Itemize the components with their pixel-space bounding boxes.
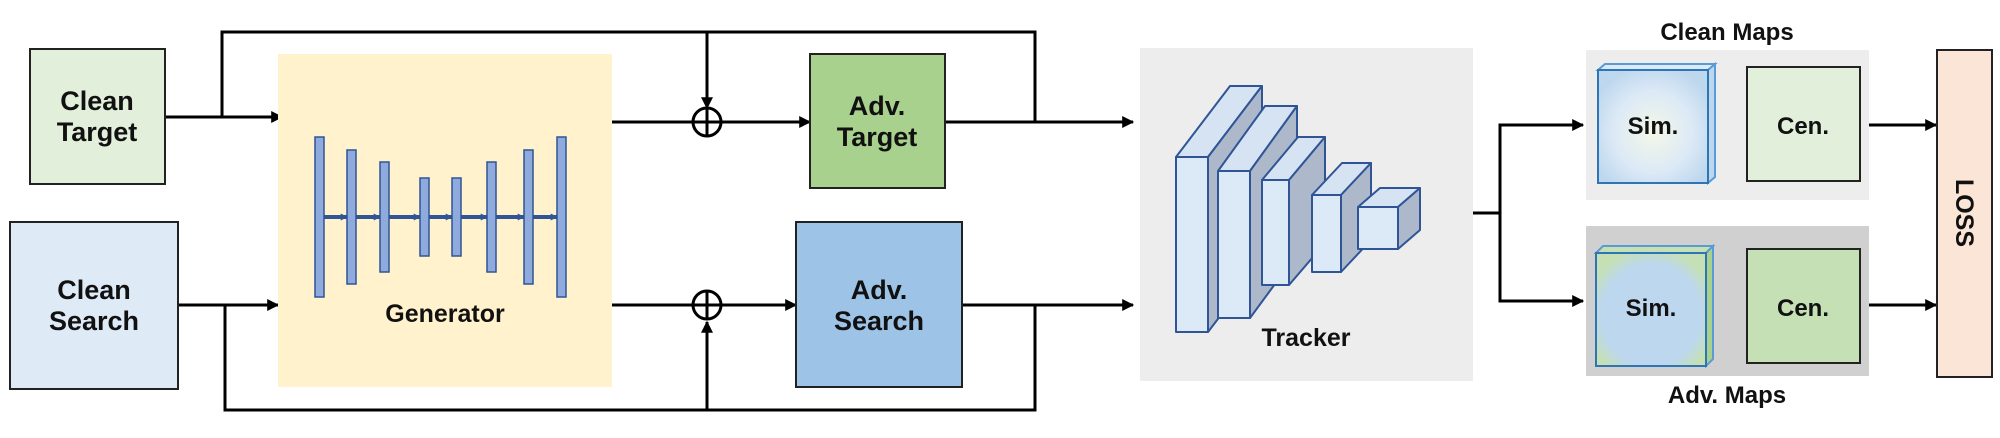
clean-cen-map: Cen. — [1746, 66, 1861, 182]
clean-search-node: Clean Search — [9, 221, 179, 390]
clean-target-node: Clean Target — [29, 48, 166, 185]
clean-search-line1: Clean — [57, 275, 131, 305]
clean-sim-map: Sim. — [1595, 61, 1718, 186]
loss-label: LOSS — [1950, 179, 1978, 247]
adv-search-node: Adv. Search — [795, 221, 963, 388]
clean-sim-label: Sim. — [1628, 113, 1679, 140]
generator-network-icon — [314, 136, 567, 298]
edge-bottom-loop-right — [707, 305, 1037, 412]
edge-fork-adv-maps — [1498, 213, 1585, 307]
adv-search-line2: Search — [834, 306, 924, 336]
plus-junction-top — [691, 106, 723, 138]
loss-node: LOSS — [1936, 49, 1993, 378]
clean-cen-label: Cen. — [1777, 113, 1829, 140]
generator-layer-bar — [451, 177, 462, 257]
generator-node: Generator — [278, 54, 612, 387]
adv-search-line1: Adv. — [851, 275, 908, 305]
adv-target-line2: Target — [837, 122, 918, 152]
generator-layer-bar — [523, 149, 534, 285]
generator-layer-bar — [556, 136, 567, 298]
generator-layer-bar — [346, 149, 357, 285]
adv-cen-label: Cen. — [1777, 295, 1829, 322]
clean-target-line1: Clean — [60, 86, 134, 116]
edge-search-skip-to-plus — [223, 305, 713, 412]
generator-layer-bar — [419, 177, 430, 257]
adv-target-line1: Adv. — [849, 91, 906, 121]
generator-layer-bar — [486, 161, 497, 273]
adv-cen-map: Cen. — [1746, 248, 1861, 364]
adv-maps-title: Adv. Maps — [1668, 382, 1786, 409]
adv-maps-group: Sim. Cen. Adv. Maps — [1586, 226, 1869, 409]
tracker-node: Tracker — [1140, 48, 1473, 381]
clean-maps-title: Clean Maps — [1660, 19, 1793, 46]
clean-maps-group: Clean Maps Sim. Cen. — [1586, 19, 1869, 200]
edge-fork-clean-maps — [1498, 119, 1585, 213]
clean-target-line2: Target — [57, 117, 138, 147]
adv-sim-label: Sim. — [1626, 295, 1677, 322]
plus-junction-bottom — [691, 289, 723, 321]
tracker-cnn-icon — [1175, 85, 1421, 333]
adv-target-node: Adv. Target — [809, 53, 946, 189]
connectors — [165, 30, 1938, 412]
generator-layer-bar — [379, 161, 390, 273]
edge-top-loop-right — [707, 30, 1037, 122]
generator-layer-bar — [314, 136, 325, 298]
adv-sim-map: Sim. — [1593, 243, 1716, 369]
tracker-label: Tracker — [1262, 324, 1351, 352]
edge-target-skip-to-plus — [220, 30, 713, 117]
generator-label: Generator — [385, 300, 505, 328]
clean-search-line2: Search — [49, 306, 139, 336]
